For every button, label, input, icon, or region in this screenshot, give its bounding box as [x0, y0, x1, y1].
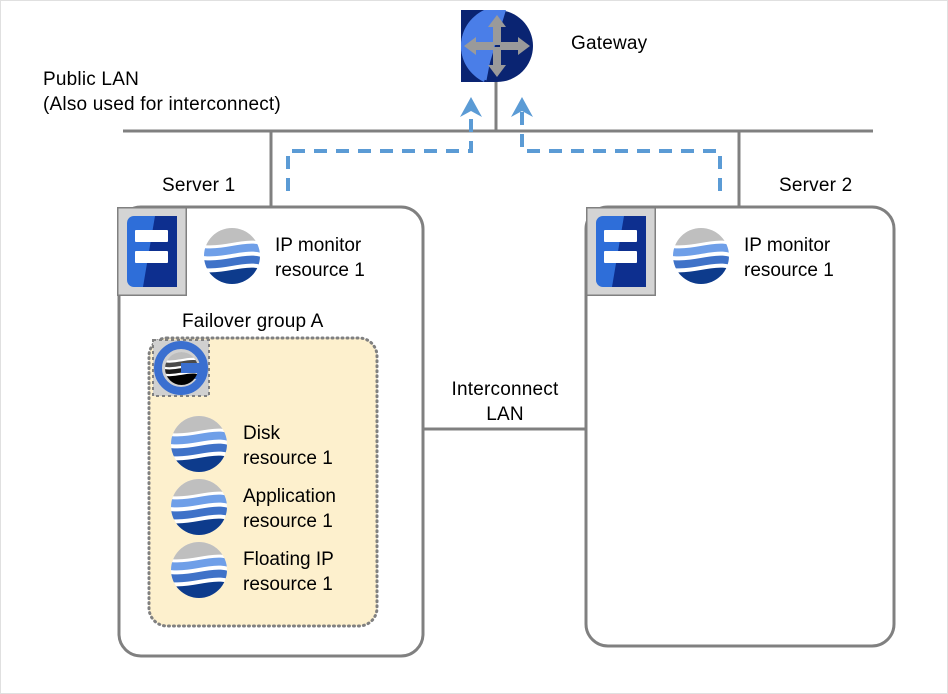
server2-ip-monitor-label-line2: resource 1	[744, 260, 834, 281]
server1-ip-monitor-label-line1: IP monitor	[275, 235, 362, 256]
public-lan-label-line1: Public LAN	[43, 69, 139, 90]
ip-monitor-arrow-server2	[511, 97, 533, 117]
disk-resource-label-line1: Disk	[243, 423, 280, 444]
failover-group-label: Failover group A	[182, 311, 324, 332]
server1-label: Server 1	[162, 175, 236, 196]
ip-monitor-arrow-server1	[460, 97, 482, 117]
public-lan-bus	[123, 81, 873, 208]
server2-box	[584, 205, 896, 648]
ip-monitor-path-server2	[520, 109, 722, 191]
gateway-label: Gateway	[571, 33, 648, 54]
interconnect-lan-label-line2: LAN	[486, 404, 524, 425]
gateway-router-icon	[461, 10, 533, 82]
server2-server-icon	[586, 207, 656, 296]
public-lan-label-line2: (Also used for interconnect)	[43, 94, 281, 115]
disk-resource-label-line2: resource 1	[243, 448, 333, 469]
server2-label: Server 2	[779, 175, 853, 196]
application-resource-label-line1: Application	[243, 486, 336, 507]
server1-server-icon	[117, 207, 187, 296]
server2-ip-monitor-label-line1: IP monitor	[744, 235, 831, 256]
failover-group-icon	[152, 339, 210, 397]
server1-ip-monitor-label-line2: resource 1	[275, 260, 365, 281]
application-resource-label-line2: resource 1	[243, 511, 333, 532]
interconnect-lan-label-line1: Interconnect	[451, 379, 559, 400]
floating-ip-resource-label-line2: resource 1	[243, 574, 333, 595]
ip-monitor-path-server1	[286, 109, 473, 191]
floating-ip-resource-label-line1: Floating IP	[243, 549, 334, 570]
